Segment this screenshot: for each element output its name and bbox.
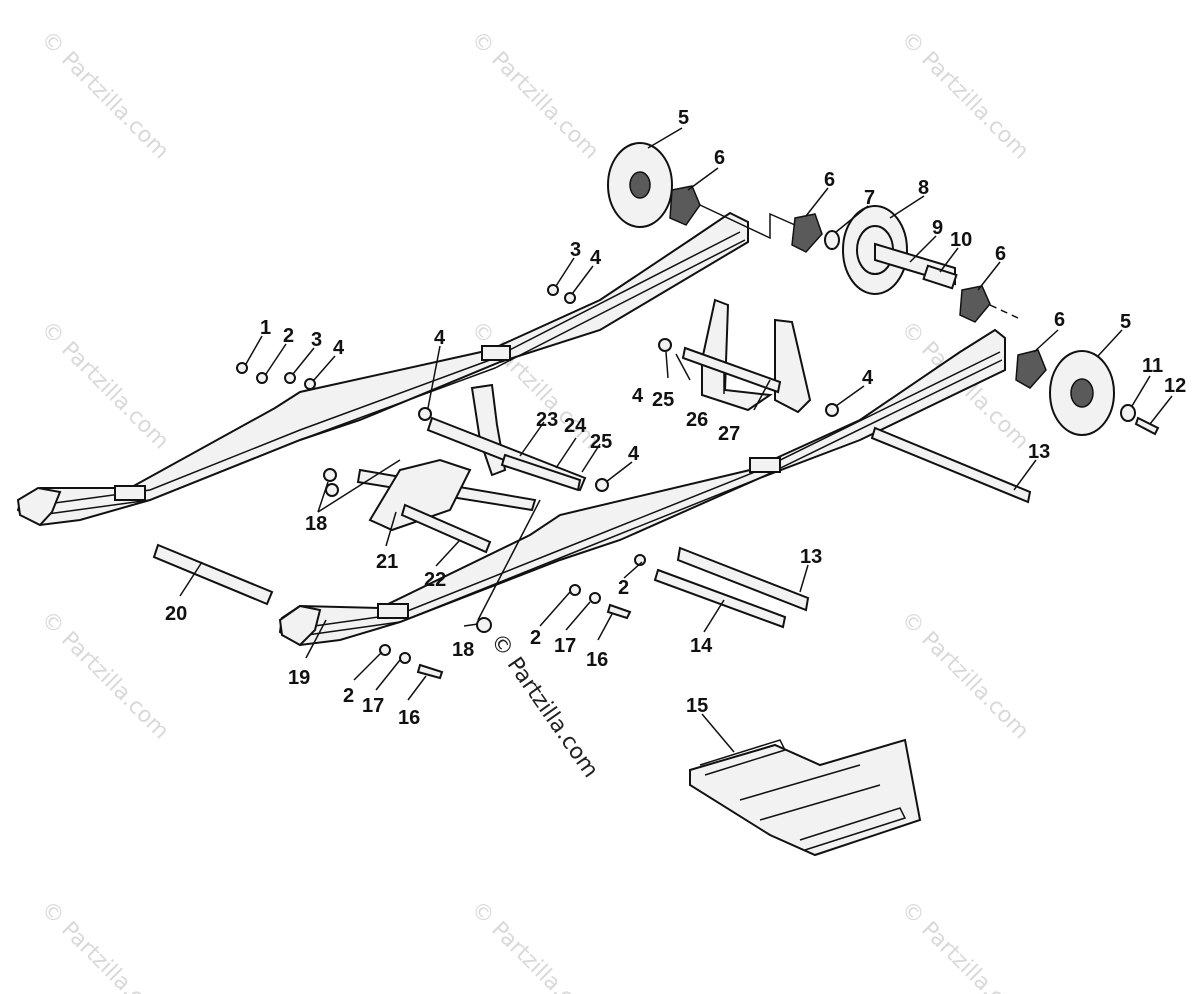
callout-26: 26 [686, 409, 708, 431]
callout-2-mid: 2 [530, 627, 541, 649]
callout-27: 27 [718, 423, 740, 445]
callout-4-right: 4 [862, 367, 874, 389]
right-rail-slide-clip-mid [749, 457, 781, 473]
rod-20 [152, 543, 274, 606]
idler-wheel-center [842, 205, 958, 295]
callout-4-left: 4 [333, 337, 345, 359]
callout-18-left: 18 [305, 513, 327, 535]
left-rail [16, 211, 749, 527]
right-rail-tip [278, 604, 322, 647]
callout-17-upper: 17 [554, 635, 576, 657]
callout-labels: 1 2 3 4 3 4 4 4 4 4 5 5 6 6 6 6 7 8 9 10… [165, 107, 1186, 729]
rear-bracket-assembly [681, 298, 812, 414]
washer-7 [824, 230, 840, 250]
callout-6-d: 6 [1054, 309, 1065, 331]
left-rail-slide-clip-front [114, 485, 146, 501]
callout-21: 21 [376, 551, 398, 573]
left-rail-slide-clip-mid [481, 345, 511, 361]
watermark-top-center: © Partzilla.com [466, 27, 604, 165]
callout-15: 15 [686, 695, 708, 717]
shaft-22-lower [400, 503, 492, 554]
washer-11 [1120, 404, 1136, 422]
callout-20: 20 [165, 603, 187, 625]
callout-4-center: 4 [434, 327, 446, 349]
watermark-mid-left: © Partzilla.com [36, 317, 174, 455]
callout-4-bracket: 4 [632, 385, 644, 407]
callout-16-lower: 16 [398, 707, 420, 729]
watermark-bottom-right: © Partzilla.com [896, 897, 1034, 994]
watermark-low-left: © Partzilla.com [36, 607, 174, 745]
callout-8: 8 [918, 177, 929, 199]
callout-14: 14 [690, 635, 713, 657]
callout-3-top: 3 [570, 239, 581, 261]
idler-wheel-left [607, 142, 673, 228]
idler-wheel-right [1049, 350, 1115, 436]
callout-24: 24 [564, 415, 587, 437]
wheel-bushing-4 [1015, 349, 1047, 389]
rod-14 [653, 568, 787, 629]
shock-arm-21 [368, 458, 472, 532]
callout-4-top: 4 [590, 247, 602, 269]
watermark-top-right: © Partzilla.com [896, 27, 1034, 165]
callout-22: 22 [424, 569, 446, 591]
callout-19: 19 [288, 667, 310, 689]
callout-5-right-wheel: 5 [1120, 311, 1131, 333]
wheel-bushing-3 [959, 285, 991, 323]
left-rail-tip [16, 486, 62, 527]
watermark-bottom-center: © Partzilla.com [466, 897, 604, 994]
bracket-27 [774, 318, 812, 414]
callout-16-upper: 16 [586, 649, 608, 671]
watermark-bottom-left: © Partzilla.com [36, 897, 174, 994]
bracket-26 [701, 298, 773, 412]
callout-25-arm: 25 [590, 431, 612, 453]
callout-2-right: 2 [618, 577, 629, 599]
callout-9: 9 [932, 217, 943, 239]
callout-13-front: 13 [800, 546, 822, 568]
watermark-low-right: © Partzilla.com [896, 607, 1034, 745]
callout-7: 7 [864, 187, 875, 209]
callout-1: 1 [260, 317, 271, 339]
callout-25-bracket: 25 [652, 389, 674, 411]
callout-2-upper: 2 [283, 325, 294, 347]
rod-13-front [676, 546, 810, 612]
callout-3-left: 3 [311, 329, 322, 351]
leader-lines [179, 127, 1173, 753]
torque-arm-assembly [356, 383, 587, 554]
callout-11: 11 [1142, 355, 1163, 377]
left-rail-body [16, 211, 749, 527]
callout-4-arm: 4 [628, 443, 640, 465]
track-section [689, 738, 922, 857]
callout-5-left-wheel: 5 [678, 107, 689, 129]
rod-13-rear [870, 426, 1032, 504]
torque-arm-plate [470, 383, 507, 477]
right-rail-body [278, 328, 1006, 647]
callout-6-a: 6 [714, 147, 725, 169]
fastener-group [236, 284, 839, 680]
right-rail-slide-clip-front [377, 603, 409, 619]
bolt-12 [1134, 416, 1160, 436]
callout-2-lower: 2 [343, 685, 354, 707]
callout-12: 12 [1164, 375, 1186, 397]
callout-6-c: 6 [995, 243, 1006, 265]
track-body [689, 738, 922, 857]
watermark-top-left: © Partzilla.com [36, 27, 174, 165]
wheel-bushing-1 [669, 185, 701, 226]
callout-6-b: 6 [824, 169, 835, 191]
wheel-bushing-2 [791, 213, 823, 253]
callout-13-rear: 13 [1028, 441, 1050, 463]
bracket-cross-shaft [681, 346, 782, 394]
callout-17-lower: 17 [362, 695, 384, 717]
callout-10: 10 [950, 229, 972, 251]
callout-18-bottom: 18 [452, 639, 474, 661]
shaft-24 [500, 453, 582, 492]
callout-23: 23 [536, 409, 558, 431]
right-rail [278, 328, 1006, 647]
